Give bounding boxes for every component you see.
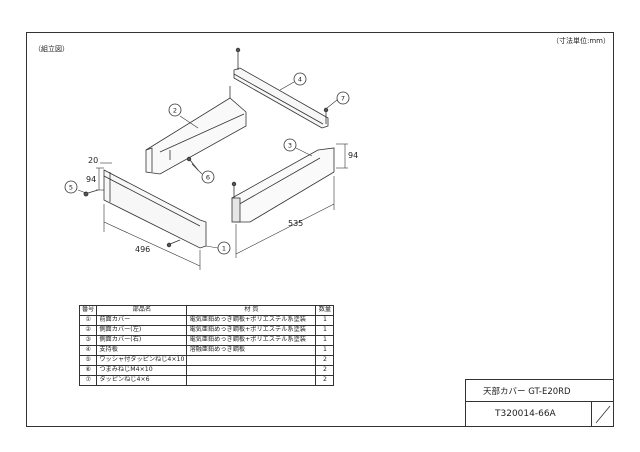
row-no: ③ (78, 335, 98, 346)
header-material: 材 質 (186, 305, 317, 316)
assembly-view-label: （組立図） (34, 45, 69, 53)
callout-6-label: 6 (206, 174, 210, 182)
row-qty: 2 (315, 365, 335, 376)
table-row: ④ 支持板 溶融亜鉛めっき鋼板 1 (78, 345, 335, 356)
left-side-cover-part (145, 86, 247, 175)
revision-cell (591, 402, 613, 427)
callout-5-label: 5 (69, 184, 73, 192)
product-name: 天部カバー GT-E20RD (465, 379, 613, 401)
row-material (186, 365, 317, 376)
row-material: 溶融亜鉛めっき鋼板 (186, 345, 317, 356)
washer-screw-part (83, 189, 99, 197)
row-no: ② (78, 325, 98, 336)
callout-7-circle (336, 91, 350, 105)
dimension-front-height-label: 94 (86, 175, 96, 184)
table-row: ⑤ ワッシャ付タッピンねじ4×10 2 (78, 355, 335, 366)
header-name: 部品名 (96, 305, 188, 316)
row-qty: 1 (315, 345, 335, 356)
row-no: ⑤ (78, 355, 98, 366)
slash-mark (595, 405, 611, 424)
row-name: つまみねじM4×10 (96, 365, 188, 376)
header-no: 番号 (78, 305, 98, 316)
drawing-number: T320014-66A (495, 409, 556, 419)
row-material (186, 375, 317, 386)
title-block: 天部カバー GT-E20RD T320014-66A (465, 379, 613, 427)
drawing-number-row: T320014-66A (465, 401, 613, 427)
row-name: 支持板 (96, 345, 188, 356)
table-row: ① 前面カバー 電気亜鉛めっき鋼板+ポリエステル系塗装 1 (78, 315, 335, 326)
row-name: 側面カバー(左) (96, 325, 188, 336)
dimension-width-label: 496 (135, 245, 150, 254)
callout-1-label: 1 (222, 245, 226, 253)
callout-3-circle (283, 138, 297, 152)
drawing-sheet-border (26, 32, 614, 427)
row-qty: 1 (315, 325, 335, 336)
callout-2-label: 2 (173, 107, 177, 115)
callout-4-circle (293, 72, 307, 86)
front-cover-part (103, 169, 207, 249)
row-qty: 1 (315, 315, 335, 326)
row-qty: 2 (315, 375, 335, 386)
callout-3-label: 3 (288, 142, 292, 150)
front-screw-part (166, 239, 181, 248)
row-no: ⑦ (78, 375, 98, 386)
table-row: ⑥ つまみねじM4×10 2 (78, 365, 335, 376)
table-row: ⑦ タッピンねじ4×6 2 (78, 375, 335, 386)
callout-4-label: 4 (298, 76, 302, 84)
row-material: 電気亜鉛めっき鋼板+ポリエステル系塗装 (186, 335, 317, 346)
header-qty: 数量 (315, 305, 335, 316)
callout-7-label: 7 (341, 95, 345, 103)
row-name: ワッシャ付タッピンねじ4×10 (96, 355, 188, 366)
callout-2-circle (168, 103, 182, 117)
row-qty: 1 (315, 335, 335, 346)
row-material: 電気亜鉛めっき鋼板+ポリエステル系塗装 (186, 315, 317, 326)
row-name: 側面カバー(右) (96, 335, 188, 346)
callout-6-circle (201, 170, 215, 184)
row-qty: 2 (315, 355, 335, 366)
callout-1-circle (217, 241, 231, 255)
row-no: ⑥ (78, 365, 98, 376)
callout-5-circle (64, 180, 78, 194)
dimension-unit-label: （寸法単位:mm） (552, 37, 610, 45)
table-row: ③ 側面カバー(右) 電気亜鉛めっき鋼板+ポリエステル系塗装 1 (78, 335, 335, 346)
row-name: 前面カバー (96, 315, 188, 326)
row-material (186, 355, 317, 366)
support-plate-part (233, 47, 329, 129)
table-row: ② 側面カバー(左) 電気亜鉛めっき鋼板+ポリエステル系塗装 1 (78, 325, 335, 336)
row-material: 電気亜鉛めっき鋼板+ポリエステル系塗装 (186, 325, 317, 336)
parts-table: 番号 部品名 材 質 数量 ① 前面カバー 電気亜鉛めっき鋼板+ポリエステル系塗… (78, 305, 335, 386)
dimension-side-height-label: 94 (348, 151, 358, 160)
row-name: タッピンねじ4×6 (96, 375, 188, 386)
row-no: ④ (78, 345, 98, 356)
callout-leaders (77, 81, 338, 249)
right-side-cover-part (231, 147, 335, 223)
dimension-depth-label: 535 (288, 219, 303, 228)
row-no: ① (78, 315, 98, 326)
dimension-flange-label: 20 (88, 156, 98, 165)
parts-table-header: 番号 部品名 材 質 数量 (78, 305, 335, 316)
dimension-lines (96, 143, 348, 270)
